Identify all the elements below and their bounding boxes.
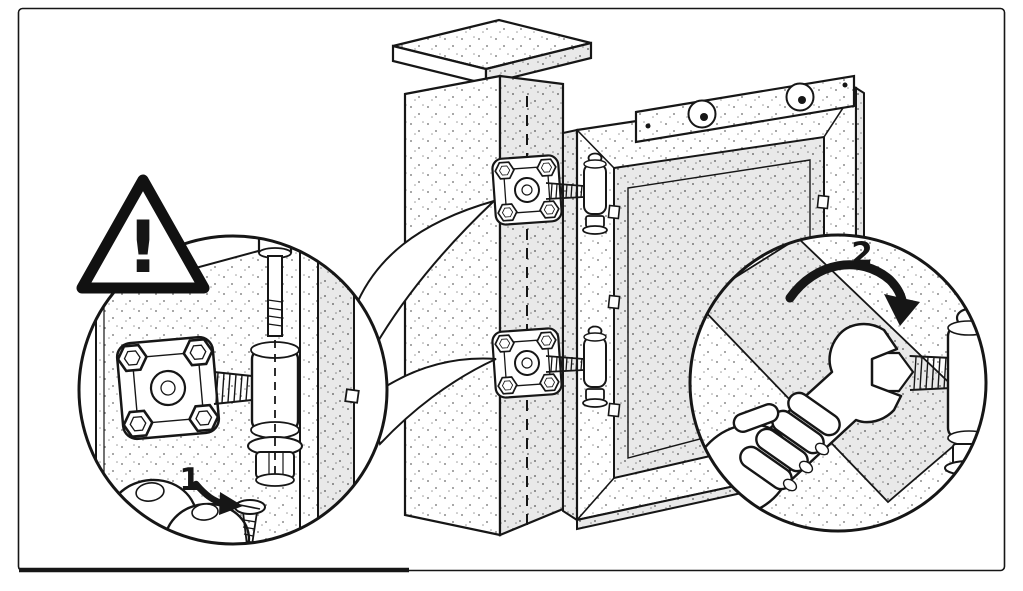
callout-pointer-icon <box>350 200 495 350</box>
warning-exclamation: ! <box>127 205 160 289</box>
curved-arrow-icon <box>785 260 920 326</box>
level-bubble <box>700 113 708 121</box>
curved-arrow-icon <box>192 480 243 515</box>
fingernail <box>782 478 798 492</box>
thumb <box>732 403 780 433</box>
panel-clip <box>344 388 360 404</box>
set-screw <box>234 499 266 544</box>
hinge-plate-large <box>115 335 221 441</box>
diagram-border <box>17 7 1006 572</box>
step-2-label: 2 <box>851 236 873 272</box>
level-tool <box>634 74 856 144</box>
callout-circle-2-outline <box>688 233 988 533</box>
threaded-rod <box>909 355 953 391</box>
callout-circle-1-outline <box>77 234 389 546</box>
adjuster-rod <box>213 371 253 405</box>
panel-clip <box>607 402 621 418</box>
fingernail <box>135 482 165 502</box>
detail-callout-step1: 1 <box>77 234 389 546</box>
warning-triangle-icon: ! <box>76 174 210 294</box>
fingernail <box>798 460 814 474</box>
panel-clip <box>607 204 621 220</box>
level-screw <box>645 123 651 129</box>
fingernail <box>814 442 830 456</box>
fingernail <box>191 503 219 521</box>
post-cap <box>391 18 593 86</box>
callout-pointer-icon <box>364 357 497 446</box>
hinge-assembly-bottom <box>492 327 607 408</box>
level-screw <box>842 82 848 88</box>
step-1-label: 1 <box>179 462 201 498</box>
finger <box>787 391 841 437</box>
hinge-assembly-top <box>492 154 607 235</box>
level-bubble <box>798 96 806 104</box>
panel-clip <box>816 194 830 210</box>
gate-left-edge <box>562 128 578 522</box>
detail-callout-step2: 2 <box>688 233 988 533</box>
post-side-face <box>498 74 565 537</box>
post-front-face <box>403 74 502 537</box>
panel-clip <box>607 294 621 310</box>
